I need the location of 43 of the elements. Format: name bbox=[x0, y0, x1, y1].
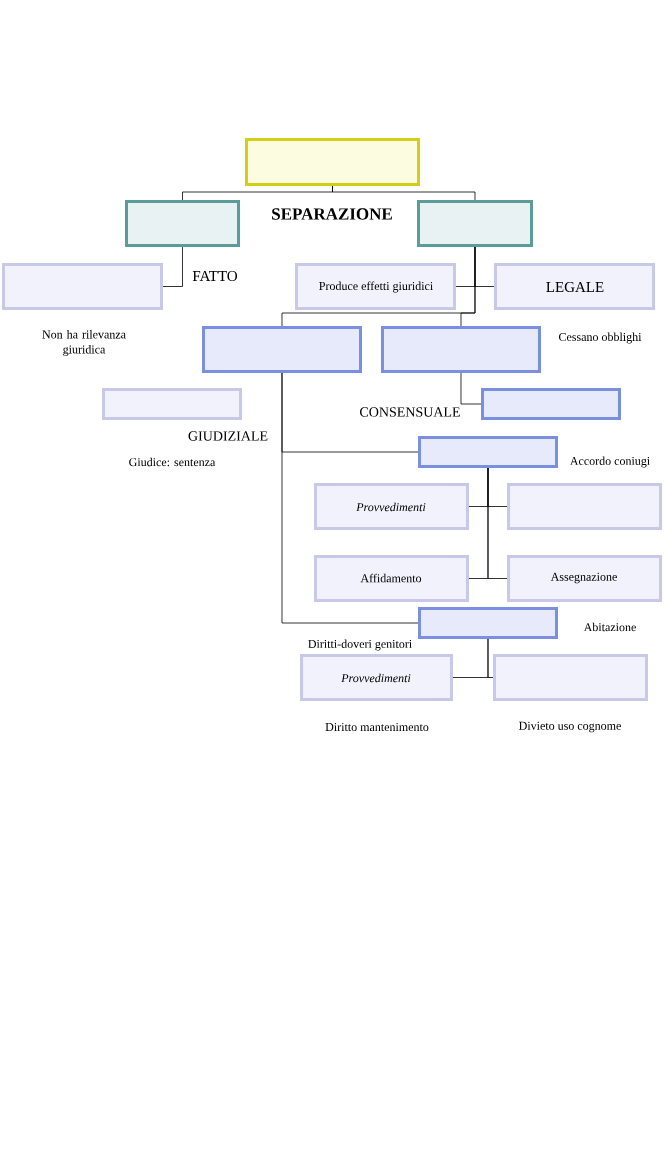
label-text: Giudice: sentenza bbox=[129, 457, 216, 467]
connector-line bbox=[487, 638, 494, 678]
box bbox=[507, 555, 662, 602]
label-text: Divieto uso cognome bbox=[519, 721, 621, 733]
label-text: Provvedimenti bbox=[341, 673, 411, 683]
box bbox=[2, 263, 163, 310]
box bbox=[417, 200, 533, 247]
box bbox=[125, 200, 240, 247]
box bbox=[314, 555, 469, 602]
box bbox=[300, 654, 453, 701]
box bbox=[481, 388, 621, 420]
connector-line bbox=[162, 246, 183, 287]
box bbox=[202, 326, 362, 373]
label-text: LEGALE bbox=[546, 281, 604, 293]
connector-line bbox=[281, 372, 419, 624]
label-text: GIUDIZIALE bbox=[188, 431, 268, 441]
label-text: Cessano obblighi bbox=[559, 332, 642, 344]
label-text: Diritto mantenimento bbox=[325, 722, 429, 732]
label-text: Diritti-doveri genitori bbox=[308, 639, 412, 651]
connector-line bbox=[332, 185, 476, 201]
label-text: FATTO bbox=[192, 270, 237, 282]
box bbox=[314, 483, 469, 530]
box bbox=[507, 483, 662, 530]
box bbox=[381, 326, 541, 373]
box bbox=[418, 607, 558, 639]
label-text: Provvedimenti bbox=[356, 502, 426, 512]
box bbox=[493, 654, 648, 701]
label-text: Produce effetti giuridici bbox=[319, 281, 433, 293]
box bbox=[102, 388, 242, 420]
box bbox=[295, 263, 456, 310]
connector-line bbox=[460, 246, 476, 327]
box bbox=[494, 263, 655, 310]
box bbox=[245, 138, 420, 186]
box bbox=[418, 436, 558, 468]
label-text: SEPARAZIONE bbox=[272, 208, 392, 220]
label-text: Abitazione bbox=[583, 622, 636, 632]
label-text: Affidamento bbox=[360, 573, 422, 583]
label-text: Assegnazione bbox=[550, 572, 617, 584]
connector-line bbox=[460, 372, 482, 405]
label-text: Accordo coniugi bbox=[569, 456, 650, 468]
label-text: Non ha rilevanza giuridica bbox=[42, 330, 126, 356]
label-text: CONSENSUALE bbox=[360, 407, 460, 417]
connector-line bbox=[487, 467, 508, 579]
